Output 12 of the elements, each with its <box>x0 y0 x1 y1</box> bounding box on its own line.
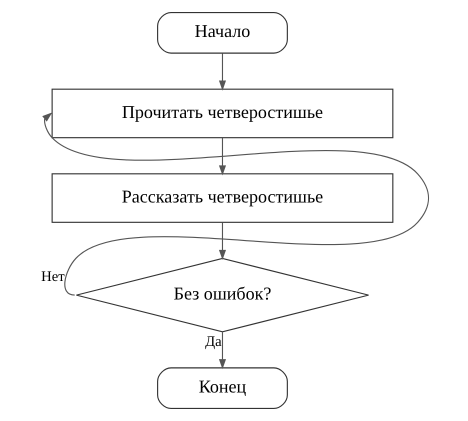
node-box: Рассказать четверостишье <box>51 173 393 223</box>
node-box: Конец <box>156 367 288 410</box>
node-box: Начало <box>156 12 288 54</box>
arrow <box>218 53 226 91</box>
edge-label: Да <box>204 334 222 350</box>
arrow <box>42 112 428 296</box>
node-diamond: Без ошибок? <box>75 258 369 332</box>
edge-label: Нет <box>40 269 64 286</box>
node-box: Прочитать четверостишье <box>51 88 393 138</box>
arrow <box>218 332 226 370</box>
arrow <box>218 138 226 176</box>
arrow <box>218 222 226 260</box>
